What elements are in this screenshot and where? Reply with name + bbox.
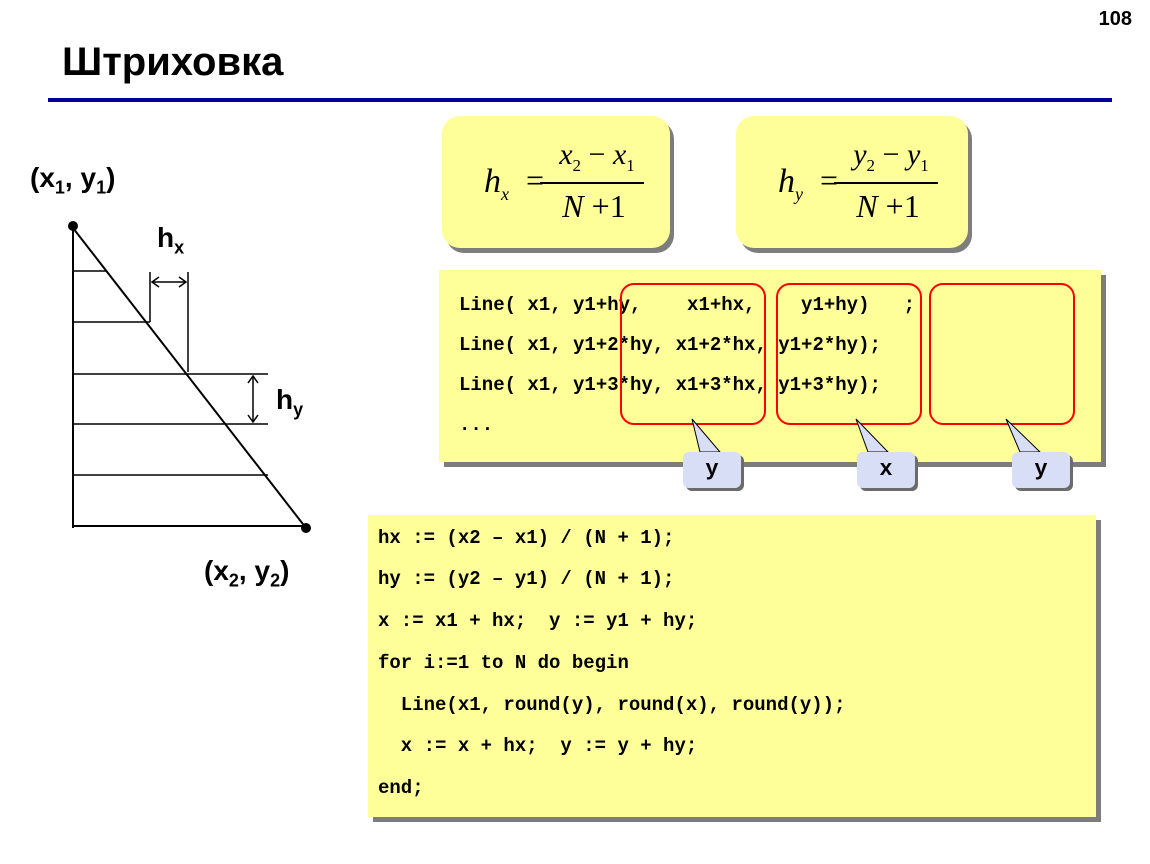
point-p1 <box>68 221 78 231</box>
formula-denominator: N +1 <box>562 188 626 224</box>
code-line: x := x1 + hx; y := y1 + hy; <box>378 610 698 632</box>
callout-y: y <box>1012 452 1070 488</box>
code-line: for i:=1 to N do begin <box>378 652 629 674</box>
point-p1-label: (x1, y1) <box>30 162 116 198</box>
code-line: hy := (y2 – y1) / (N + 1); <box>378 568 675 590</box>
callout-y: y <box>683 452 741 488</box>
callout-x: x <box>857 452 915 488</box>
code-line: end; <box>378 777 424 799</box>
callout-pointer <box>855 418 890 453</box>
code-line: x := x + hx; y := y + hy; <box>378 735 698 757</box>
line-code-box: Line( x1, y1+hy, x1+hx, y1+hy) ; Line( x… <box>439 270 1101 462</box>
formula-denominator: N +1 <box>856 188 920 224</box>
hx-label: hx <box>157 222 185 258</box>
code-line: Line( x1, y1+3*hy, x1+3*hx, y1+3*hy); <box>459 374 881 396</box>
diagonal-edge <box>72 227 307 529</box>
callout-pointer <box>691 418 722 453</box>
code-line: ... <box>459 414 494 436</box>
code-line: Line( x1, y1+hy, x1+hx, y1+hy) ; <box>459 294 916 316</box>
formula-lhs: hx <box>484 163 509 204</box>
formula-hx-box: hx = x2 − x1 N +1 <box>442 116 670 248</box>
point-p2 <box>301 523 311 533</box>
formula-hy-box: hy = y2 − y1 N +1 <box>736 116 968 248</box>
code-line: Line(x1, round(y), round(x), round(y)); <box>378 694 846 716</box>
highlight-x-column <box>776 283 922 425</box>
point-p2-label: (x2, y2) <box>204 555 290 591</box>
hy-label: hy <box>276 384 304 420</box>
fraction-bar <box>540 182 644 184</box>
main-code-box: hx := (x2 – x1) / (N + 1); hy := (y2 – y… <box>368 515 1096 817</box>
hy-arrow <box>247 374 259 424</box>
formula-numerator: x2 − x1 <box>559 138 635 175</box>
slide-number: 108 <box>1098 8 1132 30</box>
code-line: hx := (x2 – x1) / (N + 1); <box>378 527 675 549</box>
hx-arrow <box>150 276 188 288</box>
formula-lhs: hy <box>778 163 803 204</box>
highlight-y2-column <box>929 283 1075 425</box>
title-rule <box>48 98 1112 102</box>
slide-title: Штриховка <box>62 40 284 84</box>
hatching-diagram <box>68 221 311 533</box>
equals-sign: = <box>526 162 545 198</box>
formula-numerator: y2 − y1 <box>853 138 929 175</box>
code-line: Line( x1, y1+2*hy, x1+2*hx, y1+2*hy); <box>459 334 881 356</box>
equals-sign: = <box>820 162 839 198</box>
callout-pointer <box>1005 418 1042 453</box>
fraction-bar <box>834 182 938 184</box>
